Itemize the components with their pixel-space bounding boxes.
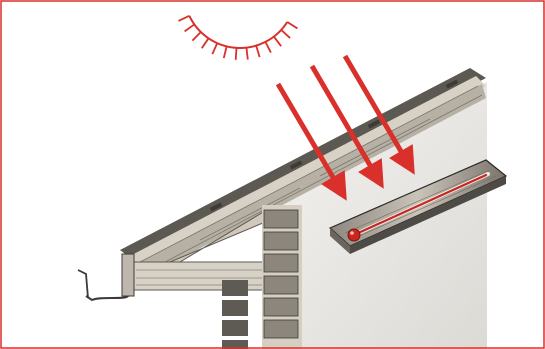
gutter xyxy=(78,254,134,300)
sun-ray xyxy=(212,43,217,54)
sun-arc xyxy=(189,16,287,48)
sun-ray xyxy=(236,48,237,60)
sun-ray xyxy=(246,48,247,60)
sun-ray xyxy=(265,42,270,53)
sun-ray xyxy=(192,32,200,41)
sun-ray xyxy=(274,37,281,47)
sun-ray xyxy=(256,46,259,57)
sun-ray xyxy=(185,24,195,31)
sun-ray xyxy=(178,16,189,21)
sun-ray xyxy=(224,46,227,58)
sun-ray xyxy=(287,22,297,28)
sun-icon xyxy=(178,16,297,60)
sun-ray xyxy=(281,30,290,38)
sun-ray xyxy=(202,38,209,48)
